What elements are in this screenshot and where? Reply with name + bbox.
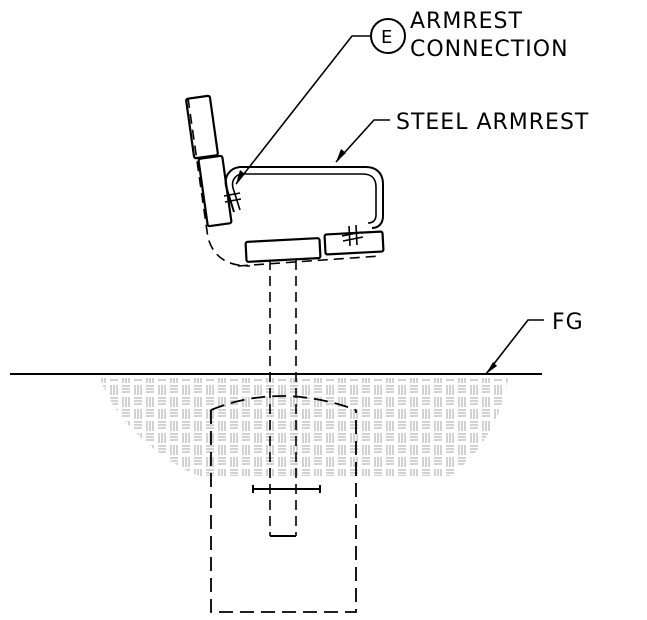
armrest-connection-callout: E [235,18,406,185]
soil-hatch [100,378,508,476]
fg-leader [485,319,544,375]
armrest-connection-bolts [223,192,364,247]
post-below-grade [252,260,321,537]
callout-letter: E [381,27,392,48]
fg-label: FG [552,310,584,335]
bench-seat [237,230,385,267]
steel-armrest-leader [335,119,390,163]
concrete-footing [210,395,357,613]
steel-armrest-label: STEEL ARMREST [396,110,589,135]
armrest-connection-label-line1: ARMREST [410,9,523,34]
bench-back [185,94,251,267]
steel-armrest [223,166,384,247]
armrest-connection-label-line2: CONNECTION [410,37,569,62]
